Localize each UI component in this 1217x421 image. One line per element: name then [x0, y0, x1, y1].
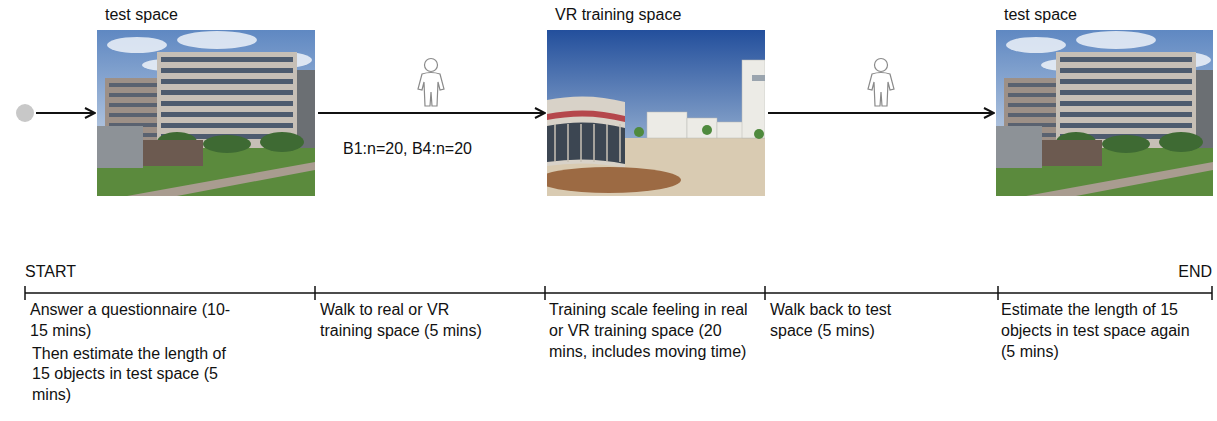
step-description: Walk to real or VR training space (5 min… [320, 300, 488, 342]
illustration-part [127, 162, 315, 196]
illustration-part [1008, 113, 1056, 117]
flow-arrow [318, 112, 545, 114]
timeline-end-label: START [25, 262, 76, 283]
illustration-part [161, 101, 293, 106]
illustration-part [177, 31, 257, 49]
illustration-part [260, 132, 304, 152]
illustration-part [1060, 123, 1192, 128]
illustration-part [547, 167, 681, 193]
illustration-part [161, 112, 293, 117]
space-title: VR training space [555, 5, 681, 25]
tick [997, 286, 999, 300]
illustration-part [996, 126, 1042, 168]
tick [314, 286, 316, 300]
illustration-part [143, 140, 203, 166]
start-dot [16, 104, 34, 122]
illustration-part [752, 75, 765, 81]
illustration-part [161, 79, 293, 84]
flow-arrow [768, 112, 994, 114]
illustration-part [547, 96, 625, 168]
walking-person-icon [868, 59, 894, 107]
illustration-part [593, 124, 595, 162]
step-description: Training scale feeling in real or VR tra… [549, 300, 749, 362]
illustration-part [868, 73, 894, 107]
illustration-part [634, 127, 644, 137]
tick [1211, 286, 1213, 300]
illustration-part [687, 118, 717, 138]
illustration-part [1026, 162, 1213, 196]
illustration-part [742, 60, 765, 138]
illustration-part [875, 59, 888, 72]
tick [24, 286, 26, 300]
step-description: Walk back to test space (5 mins) [770, 300, 920, 342]
illustration-part [1159, 132, 1203, 152]
illustration-part [161, 68, 293, 73]
photo-panel: test space [97, 30, 315, 196]
illustration-part [1060, 90, 1192, 95]
photo-panel: VR training space [547, 30, 765, 196]
illustration-part [996, 30, 1213, 196]
illustration-part [161, 57, 293, 62]
illustration-part [702, 125, 712, 135]
illustration-part [1076, 31, 1156, 49]
illustration-part [1060, 68, 1192, 73]
scene-illustration [996, 30, 1213, 196]
illustration-part [754, 129, 764, 139]
illustration-part [1006, 37, 1066, 53]
timeline-end-label: END [1178, 262, 1212, 283]
illustration-part [109, 113, 157, 117]
illustration-part [1008, 103, 1056, 107]
illustration-part [418, 73, 444, 107]
illustration-part [161, 123, 293, 128]
step-description: Answer a questionnaire (10-15 mins) [30, 300, 242, 342]
illustration-part [554, 124, 556, 162]
illustration-part [1060, 112, 1192, 117]
illustration-part [109, 83, 157, 87]
scene-illustration [97, 30, 315, 196]
illustration-part [647, 112, 687, 138]
illustration-part [107, 37, 167, 53]
photo-panel: test space [996, 30, 1213, 196]
group-size-label: B1:n=20, B4:n=20 [341, 139, 474, 159]
illustration-part [547, 122, 625, 164]
scene-illustration [547, 30, 765, 196]
timeline-ticks [25, 286, 1212, 300]
tick [764, 286, 766, 300]
space-title: test space [1004, 5, 1077, 25]
start-arrow [36, 112, 95, 114]
illustration-part [203, 135, 251, 153]
illustration-part [547, 110, 625, 122]
illustration-part [161, 90, 293, 95]
timeline-axis [25, 292, 1212, 294]
illustration-part [97, 30, 315, 196]
illustration-part [580, 124, 582, 162]
illustration-part [567, 124, 569, 162]
space-title: test space [105, 5, 178, 25]
step-description: Estimate the length of 15 objects in tes… [1001, 300, 1206, 362]
illustration-part [1060, 101, 1192, 106]
step-description: Then estimate the length of 15 objects i… [32, 344, 244, 406]
illustration-part [606, 124, 608, 162]
illustration-part [1060, 79, 1192, 84]
illustration-part [425, 59, 438, 72]
illustration-part [97, 126, 143, 168]
illustration-part [1102, 135, 1150, 153]
illustration-part [109, 93, 157, 97]
illustration-part [1060, 57, 1192, 62]
walking-person-icon [418, 59, 444, 107]
illustration-part [1008, 93, 1056, 97]
illustration-part [1042, 140, 1102, 166]
illustration-part [619, 124, 621, 162]
illustration-part [109, 103, 157, 107]
illustration-part [1008, 83, 1056, 87]
tick [544, 286, 546, 300]
